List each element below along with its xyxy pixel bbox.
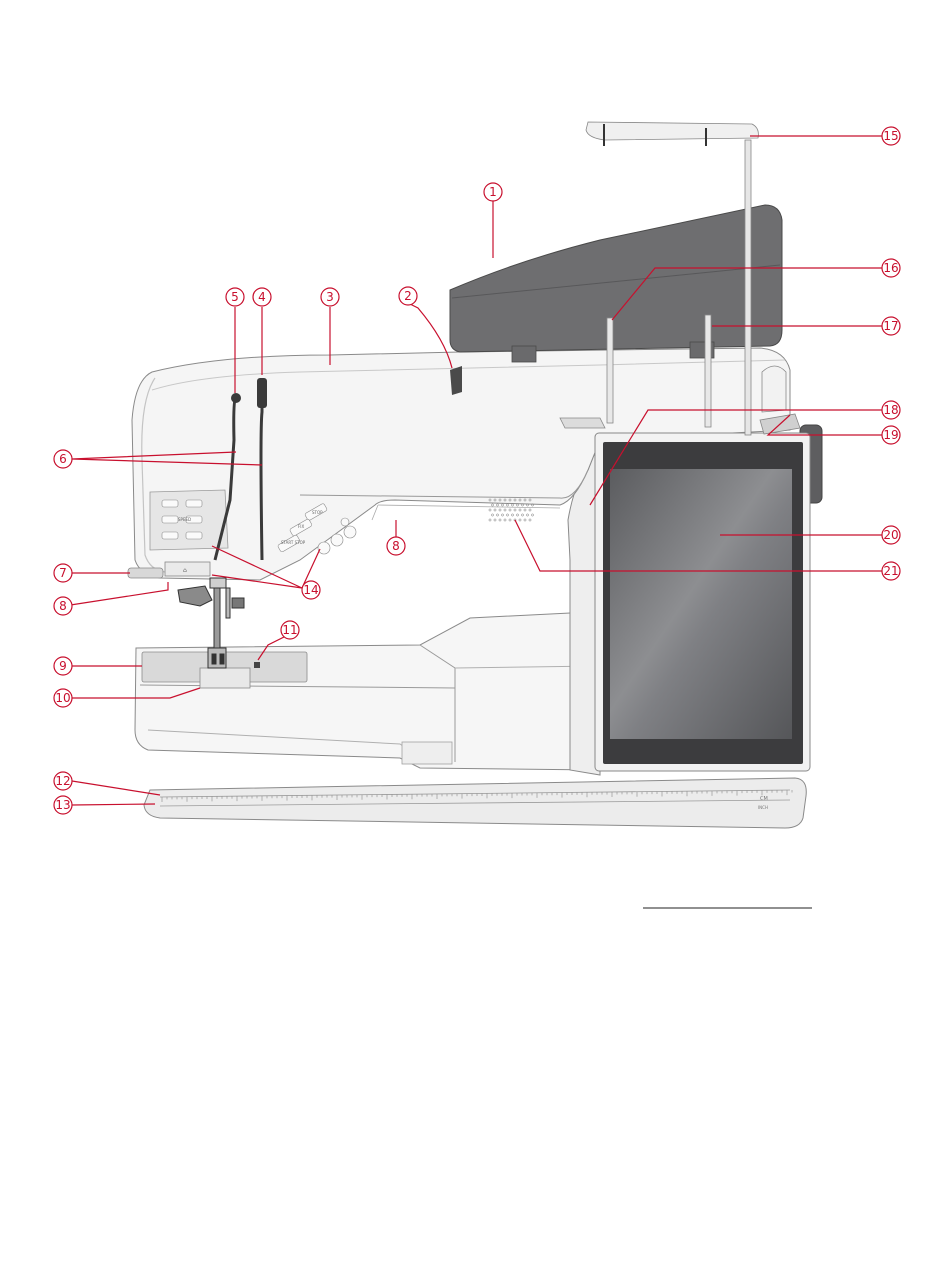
callout-10: 10 <box>54 689 72 707</box>
svg-text:14: 14 <box>303 583 318 597</box>
svg-text:8: 8 <box>392 539 400 553</box>
svg-text:2: 2 <box>404 289 412 303</box>
svg-text:1: 1 <box>489 185 497 199</box>
svg-text:19: 19 <box>883 428 898 442</box>
svg-text:9: 9 <box>59 659 67 673</box>
callout-6: 6 <box>54 450 72 468</box>
head-control-panel: SPEED <box>150 490 228 550</box>
bobbin-cover <box>200 668 250 688</box>
svg-text:17: 17 <box>883 319 898 333</box>
svg-text:13: 13 <box>55 798 70 812</box>
start-stop-label: START STOP <box>281 540 306 545</box>
callout-17: 17 <box>882 317 900 335</box>
callout-14: 14 <box>302 581 320 599</box>
callout-16: 16 <box>882 259 900 277</box>
callout-9: 9 <box>54 657 72 675</box>
svg-text:5: 5 <box>231 290 239 304</box>
ruler-unit-inch: INCH <box>758 805 768 810</box>
svg-text:6: 6 <box>59 452 67 466</box>
callout-21: 21 <box>882 562 900 580</box>
spool-thread-guide <box>560 418 605 428</box>
lid <box>450 205 782 352</box>
svg-text:⌂: ⌂ <box>183 567 187 574</box>
svg-text:8: 8 <box>59 599 67 613</box>
callout-19: 19 <box>882 426 900 444</box>
sewing-machine-illustration: CM INCH <box>128 122 822 828</box>
callout-8-left: 8 <box>54 597 72 615</box>
callout-7: 7 <box>54 564 72 582</box>
callout-18: 18 <box>882 401 900 419</box>
svg-text:15: 15 <box>883 129 898 143</box>
callout-2: 2 <box>399 287 417 305</box>
callout-5: 5 <box>226 288 244 306</box>
svg-text:21: 21 <box>883 564 898 578</box>
callout-3: 3 <box>321 288 339 306</box>
touch-screen <box>595 433 810 771</box>
spool-pin-main <box>607 318 613 423</box>
ruler-unit-cm: CM <box>760 796 768 802</box>
svg-text:18: 18 <box>883 403 898 417</box>
callout-15: 15 <box>882 127 900 145</box>
led-lights <box>165 562 210 576</box>
callout-12: 12 <box>54 772 72 790</box>
svg-text:20: 20 <box>883 528 898 542</box>
callout-4: 4 <box>253 288 271 306</box>
callout-8-center: 8 <box>387 537 405 555</box>
callout-11: 11 <box>281 621 299 639</box>
stop-label: STOP <box>312 510 323 515</box>
speed-label: SPEED <box>178 517 191 522</box>
fix-label: FIX <box>298 524 304 529</box>
thread-cutter <box>128 568 163 578</box>
svg-text:7: 7 <box>59 566 67 580</box>
free-arm-bed <box>135 612 598 770</box>
svg-text:10: 10 <box>55 691 70 705</box>
svg-text:11: 11 <box>282 623 297 637</box>
svg-text:12: 12 <box>55 774 70 788</box>
svg-text:3: 3 <box>326 290 334 304</box>
callout-20: 20 <box>882 526 900 544</box>
svg-text:16: 16 <box>883 261 898 275</box>
callout-1: 1 <box>484 183 502 201</box>
svg-text:4: 4 <box>258 290 266 304</box>
callout-13: 13 <box>54 796 72 814</box>
